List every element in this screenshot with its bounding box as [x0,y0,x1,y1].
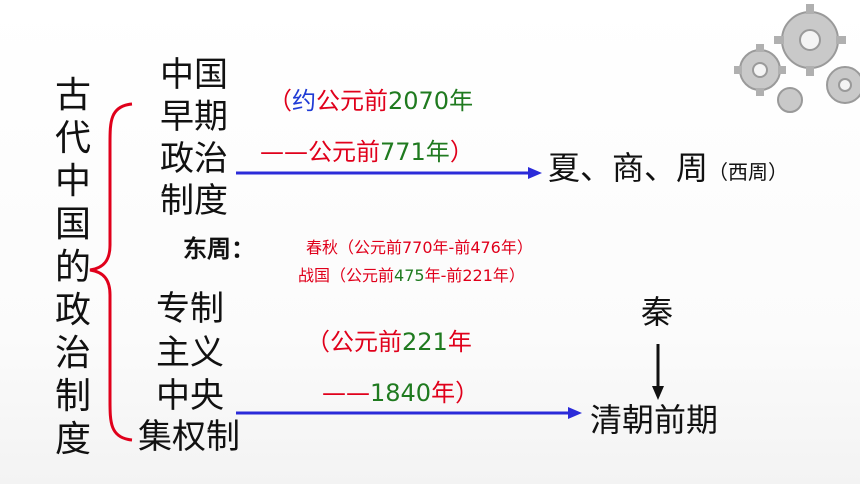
early-result: 夏、商、周（西周） [548,149,789,187]
early-line-1: 中国 [160,55,228,95]
gears-decoration-icon [734,4,860,113]
autocracy-date-start: （公元前221年 [306,328,472,356]
vertical-title: 古代中国的政治制度 [54,75,91,460]
qing-early-label: 清朝前期 [590,401,719,439]
early-line-2: 早期 [160,97,228,137]
spring-autumn-period: 春秋（公元前770年-前476年） [306,238,533,257]
eastern-zhou-label: 东周： [183,235,255,263]
arrow-autocracy-icon [236,407,582,419]
left-brace-icon [89,102,133,442]
autocracy-line-3: 中央 [156,376,224,416]
arrow-early-icon [236,167,542,179]
early-line-3: 政治 [160,139,228,179]
autocracy-line-2: 主义 [156,333,224,373]
autocracy-line-4: 集权制 [138,417,240,457]
warring-states-period: 战国（公元前475年-前221年） [298,266,525,285]
autocracy-line-1: 专制 [156,289,224,329]
qin-label: 秦 [641,293,674,331]
early-date-start: （约公元前2070年 [268,87,474,115]
autocracy-date-end: ——1840年） [322,379,480,407]
arrow-down-icon [652,344,664,400]
early-line-4: 制度 [160,181,228,221]
early-date-end: ——公元前771年） [260,138,474,166]
